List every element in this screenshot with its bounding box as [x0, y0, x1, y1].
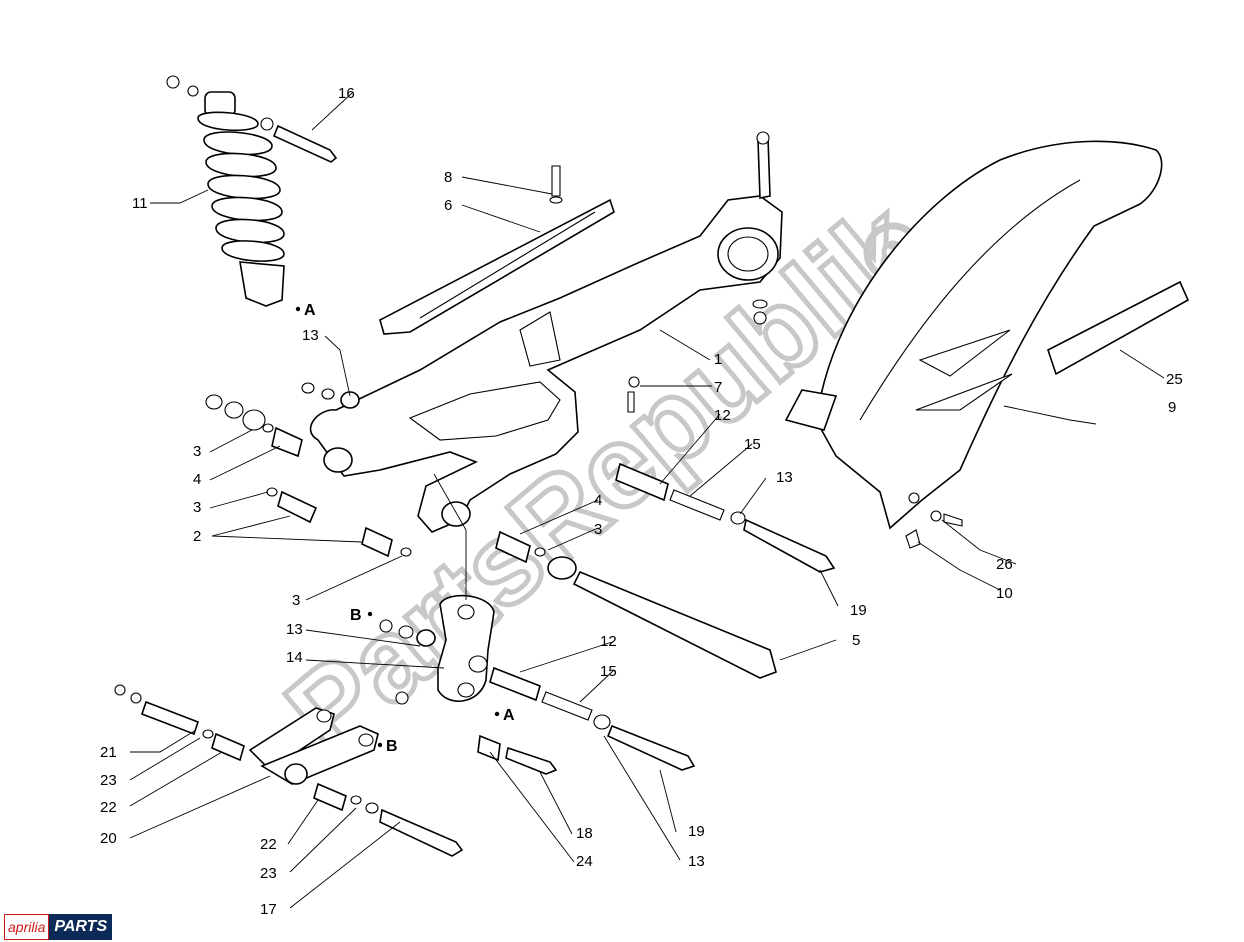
callout-labels: 16 11 8 6 1 7 13 25 9 3 4 3 2 3 12 15 13…: [100, 85, 1183, 918]
aprilia-parts-logo: aprilia PARTS: [4, 914, 113, 940]
callout-14: 14: [286, 649, 303, 666]
callout-16: 16: [338, 85, 355, 102]
ref-letter-a: A: [304, 302, 316, 319]
callout-3: 3: [594, 521, 602, 538]
chain-guide-slot: [419, 211, 596, 319]
rear-mudguard: [784, 140, 1163, 530]
swingarm: [309, 131, 783, 533]
callout-4: 4: [193, 471, 201, 488]
ref-letter-b: B: [350, 607, 362, 624]
callout-25: 25: [1166, 371, 1183, 388]
svg-text:PartsRepublik: PartsRepublik: [263, 178, 944, 779]
callout-18: 18: [576, 825, 593, 842]
callout-3: 3: [193, 499, 201, 516]
callout-13: 13: [688, 853, 705, 870]
callout-12: 12: [600, 633, 617, 650]
watermark: PartsRepublik: [260, 175, 946, 781]
callout-5: 5: [852, 632, 860, 649]
callout-17: 17: [260, 901, 277, 918]
callout-6: 6: [444, 197, 452, 214]
callout-22: 22: [260, 836, 277, 853]
callout-19: 19: [688, 823, 705, 840]
ref-letter-a: A: [503, 707, 515, 724]
chain-guide: [379, 198, 615, 335]
reference-letters: A A B B: [295, 302, 515, 755]
callout-13: 13: [286, 621, 303, 638]
callout-20: 20: [100, 830, 117, 847]
linkage-assembly: [379, 594, 696, 775]
callout-2: 2: [193, 528, 201, 545]
spindle-assembly: [205, 382, 836, 679]
pull-rods: [114, 684, 464, 857]
callout-23: 23: [260, 865, 277, 882]
callout-15: 15: [744, 436, 761, 453]
callout-23: 23: [100, 772, 117, 789]
shock-absorber: [166, 75, 338, 307]
callout-22: 22: [100, 799, 117, 816]
callout-4: 4: [594, 492, 602, 509]
callout-3: 3: [193, 443, 201, 460]
callout-8: 8: [444, 169, 452, 186]
callout-9: 9: [1168, 399, 1176, 416]
callout-11: 11: [132, 195, 148, 212]
number-plate-strip: [1047, 280, 1190, 376]
ref-letter-b: B: [386, 738, 398, 755]
callout-21: 21: [100, 744, 117, 761]
leader-lines: [129, 92, 1165, 909]
callout-3: 3: [292, 592, 300, 609]
brand-maker: aprilia: [4, 914, 50, 940]
callout-13: 13: [776, 469, 793, 486]
callout-19: 19: [850, 602, 867, 619]
callout-13: 13: [302, 327, 319, 344]
callout-12: 12: [714, 407, 731, 424]
callout-1: 1: [714, 351, 722, 368]
callout-7: 7: [714, 379, 722, 396]
callout-26: 26: [996, 556, 1013, 573]
screw-8: [551, 165, 561, 197]
brand-parts-label: PARTS: [49, 914, 113, 940]
callout-24: 24: [576, 853, 593, 870]
callout-10: 10: [996, 585, 1013, 602]
callout-15: 15: [600, 663, 617, 680]
